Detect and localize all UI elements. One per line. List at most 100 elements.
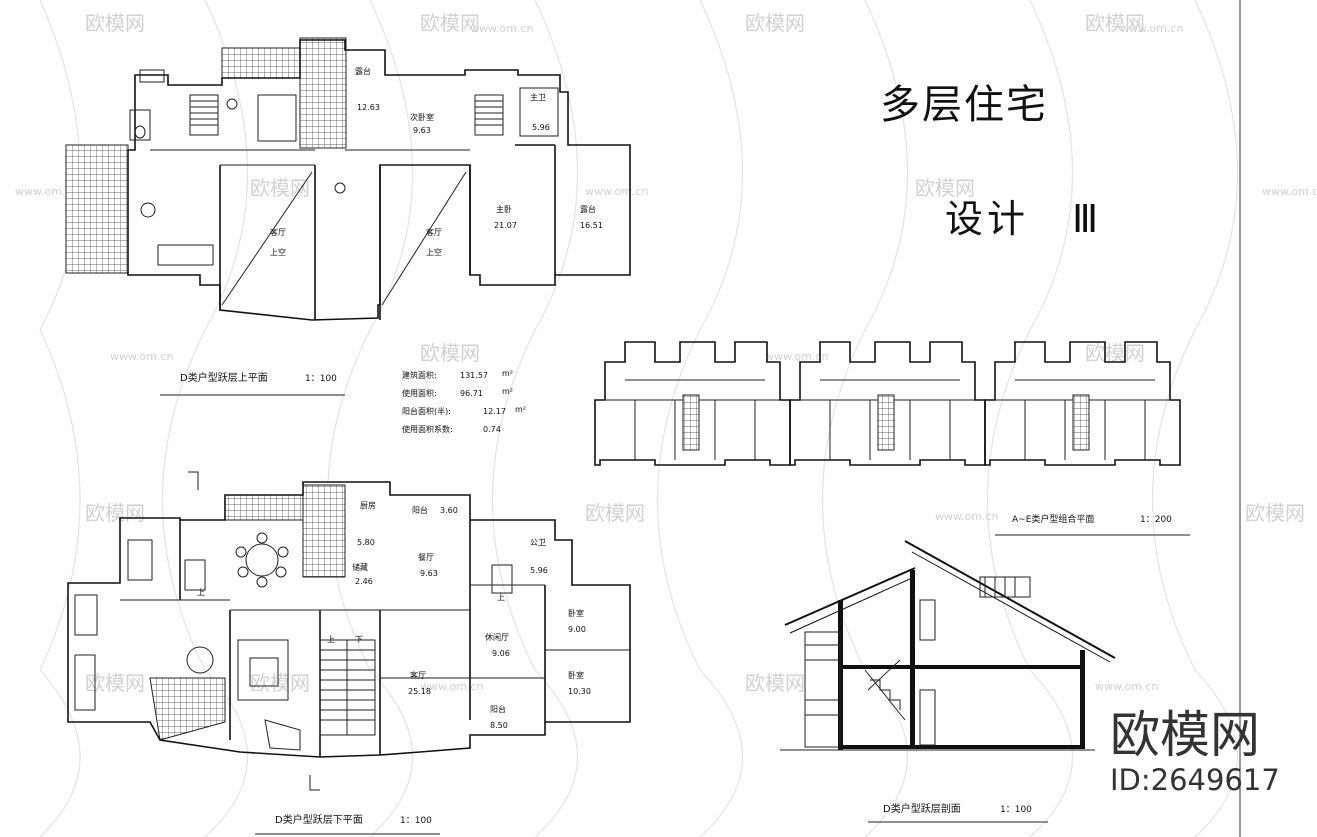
- watermark-text: 欧模网: [745, 11, 805, 35]
- room-area: 9.00: [568, 625, 586, 634]
- room-label: 储藏: [352, 562, 368, 572]
- stat-label: 使用面积:: [402, 388, 437, 398]
- title-numeral: Ⅲ: [1072, 197, 1098, 241]
- room-label: 阳台: [412, 505, 428, 515]
- stat-value: 131.57: [460, 371, 488, 380]
- combo-unit-walls: [605, 379, 780, 460]
- room-note: 上空: [270, 247, 286, 257]
- room-label: 餐厅: [418, 553, 434, 562]
- room-area: 10.30: [568, 687, 591, 696]
- room-label: 主卧: [496, 204, 512, 214]
- room-label: 客厅: [410, 670, 426, 680]
- lower-plan-caption: D类户型跃层下平面: [275, 813, 363, 826]
- watermark-url: www.om.cn: [470, 22, 533, 35]
- watermark-text: 欧模网: [1085, 341, 1145, 365]
- combo-unit-outline: [789, 341, 986, 466]
- watermark-text: 欧模网: [915, 176, 975, 200]
- room-label: 露台: [580, 204, 596, 214]
- watermark-text: 欧模网: [250, 671, 310, 695]
- room-area: 5.96: [532, 123, 550, 132]
- room-label: 卧室: [568, 670, 584, 680]
- room-area: 3.60: [440, 506, 458, 515]
- watermark-url: www.om.cn: [1120, 22, 1183, 35]
- room-label: 厨房: [360, 500, 376, 510]
- combo-unit-outline: [594, 341, 791, 466]
- room-label: 休闲厅: [485, 632, 509, 642]
- stat-value: 0.74: [483, 425, 501, 434]
- combo-unit-walls: [800, 379, 975, 460]
- stair-up-mark: 上: [327, 635, 335, 644]
- room-area: 5.96: [530, 566, 548, 575]
- stat-unit: m²: [502, 369, 513, 378]
- room-area: 2.46: [355, 577, 373, 586]
- drawing-title: 多层住宅 设计 Ⅲ: [880, 82, 1098, 241]
- watermark-brand: 欧模网: [1110, 706, 1260, 764]
- stair-up-mark: 上: [497, 593, 505, 602]
- watermark-text: 欧模网: [250, 176, 310, 200]
- stat-label: 阳台面积(半):: [402, 406, 451, 416]
- section-scale: 1：100: [1000, 805, 1032, 815]
- stair-down-mark: 下: [355, 635, 363, 644]
- combo-unit-outline: [984, 341, 1181, 466]
- combo-stair-core: [877, 394, 895, 451]
- room-label: 公卫: [530, 538, 546, 547]
- watermark-text: 欧模网: [1085, 11, 1145, 35]
- section-drawing: D类户型跃层剖面 1：100: [780, 540, 1116, 823]
- brand-watermark: 欧模网 ID:2649617: [1110, 706, 1280, 797]
- section-caption: D类户型跃层剖面: [883, 802, 961, 815]
- room-area: 21.07: [494, 221, 517, 230]
- title-line-1: 多层住宅: [880, 82, 1048, 128]
- area-stats: 建筑面积: 131.57 m² 使用面积: 96.71 m² 阳台面积(半): …: [402, 369, 526, 434]
- upper-floor-plan: 露台 12.63 次卧室 9.63 主卫 5.96 主卧 21.07 露台 16…: [65, 37, 631, 396]
- stat-unit: m²: [502, 387, 513, 396]
- watermark-text: 欧模网: [420, 341, 480, 365]
- room-area: 25.18: [408, 687, 431, 696]
- watermark-url: www.om.cn: [765, 350, 828, 363]
- watermark-text: 欧模网: [1245, 501, 1305, 525]
- room-area: 12.63: [357, 103, 380, 112]
- stat-unit: m²: [515, 405, 526, 414]
- combo-unit-walls: [995, 379, 1170, 460]
- watermark-text: 欧模网: [85, 11, 145, 35]
- lower-plan-scale: 1：100: [400, 816, 432, 826]
- room-note: 上空: [426, 247, 442, 257]
- watermark-text: 欧模网: [85, 671, 145, 695]
- upper-plan-caption: D类户型跃层上平面: [180, 371, 268, 384]
- combo-plan-scale: 1：200: [1140, 515, 1172, 525]
- lower-floor-plan: 阳台 3.60 厨房 5.80 储藏 2.46 餐厅 9.63 公卫 5.96 …: [67, 471, 631, 835]
- watermark-text: 欧模网: [745, 671, 805, 695]
- room-label: 客厅: [426, 227, 442, 237]
- room-area: 9.63: [413, 126, 431, 135]
- watermark-text: 欧模网: [420, 11, 480, 35]
- room-label: 次卧室: [410, 112, 434, 122]
- watermark-id: ID:2649617: [1110, 763, 1280, 797]
- stat-label: 使用面积系数:: [402, 424, 453, 434]
- room-label: 露台: [355, 66, 371, 76]
- combination-plan: A~E类户型组合平面 1：200: [594, 341, 1190, 536]
- combo-stair-core: [1072, 394, 1090, 451]
- watermark-layer: 欧模网欧模网欧模网欧模网欧模网欧模网欧模网欧模网欧模网欧模网欧模网欧模网欧模网欧…: [15, 0, 1317, 837]
- combo-plan-caption: A~E类户型组合平面: [1012, 513, 1094, 525]
- combo-stair-core: [682, 394, 700, 451]
- watermark-url: www.om.cn: [1262, 185, 1317, 198]
- watermark-url: www.om.cn: [420, 680, 483, 693]
- room-area: 9.06: [492, 649, 510, 658]
- room-area: 5.80: [357, 538, 375, 547]
- stat-value: 12.17: [483, 407, 506, 416]
- watermark-url: www.om.cn: [1095, 680, 1158, 693]
- stair-up-mark: 上: [197, 588, 205, 597]
- watermark-text: 欧模网: [585, 501, 645, 525]
- watermark-text: 欧模网: [85, 501, 145, 525]
- stat-value: 96.71: [460, 389, 483, 398]
- watermark-url: www.om.cn: [110, 350, 173, 363]
- watermark-url: www.om.cn: [935, 510, 998, 523]
- room-label: 阳台: [490, 704, 506, 714]
- room-label: 主卫: [530, 92, 546, 102]
- room-area: 8.50: [490, 721, 508, 730]
- title-line-2: 设计: [945, 197, 1029, 241]
- watermark-url: www.om.cn: [15, 185, 78, 198]
- room-area: 9.63: [420, 569, 438, 578]
- room-label: 卧室: [568, 608, 584, 618]
- stat-label: 建筑面积:: [402, 370, 437, 380]
- room-label: 客厅: [270, 227, 286, 237]
